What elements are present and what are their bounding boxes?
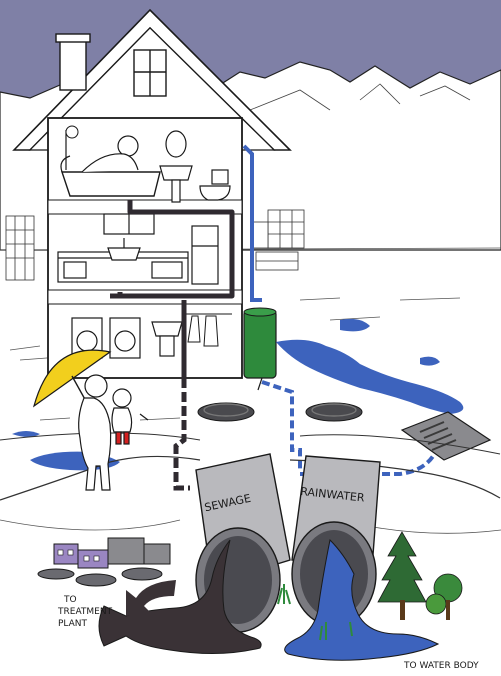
refrigerator-icon <box>192 226 218 284</box>
kitchen-window <box>104 214 154 234</box>
manhole-cover-left <box>198 403 254 421</box>
treatment-label-line1: TO <box>63 595 77 605</box>
water-body-label: TO WATER BODY <box>403 661 479 671</box>
child-person <box>112 389 148 444</box>
buried-sewer-line <box>176 378 190 488</box>
tree-icon <box>378 532 462 620</box>
treatment-label-line2: TREATMENT <box>57 607 113 617</box>
rain-barrel-icon <box>244 308 276 390</box>
adult-person <box>79 375 111 490</box>
chimney <box>56 34 90 90</box>
attic-window <box>134 50 166 96</box>
manhole-cover-right <box>306 403 362 421</box>
treatment-label-line3: PLANT <box>58 619 88 629</box>
storm-drain-icon <box>402 412 490 460</box>
treatment-plant-icon <box>38 538 170 586</box>
city-buildings-left <box>6 216 34 280</box>
